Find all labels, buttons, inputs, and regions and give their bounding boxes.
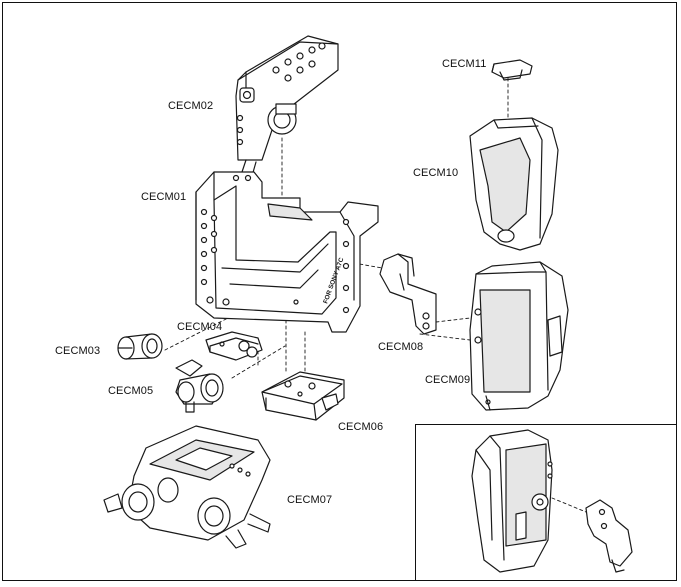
inset-detail-box: [415, 424, 677, 581]
label-cecm07: CECM07: [287, 494, 333, 506]
label-cecm04: CECM04: [177, 321, 223, 333]
top-handle-part: [235, 35, 339, 177]
rod-clamp-part: [117, 333, 163, 360]
label-cecm05: CECM05: [108, 385, 154, 397]
label-cecm06: CECM06: [338, 421, 384, 433]
side-handle-part: [469, 261, 569, 411]
label-cecm01: CECM01: [141, 191, 187, 203]
handle-adapter-part: [379, 253, 437, 335]
label-cecm03: CECM03: [55, 345, 101, 357]
camera-cage-part: FOR SONY A7C: [195, 171, 379, 333]
assembly-guide-lines: [164, 77, 587, 513]
label-cecm09: CECM09: [425, 374, 471, 386]
label-cecm10: CECM10: [413, 167, 459, 179]
label-cecm08: CECM08: [378, 341, 424, 353]
grip-handle-part: [469, 117, 559, 251]
label-cecm02: CECM02: [168, 100, 214, 112]
inset-handle-assembly: [471, 429, 633, 573]
baseplate-part: [261, 371, 345, 421]
rod-base-part: [103, 425, 271, 549]
rod-clamp-knob-part: [175, 359, 224, 413]
label-cecm11: CECM11: [442, 58, 487, 70]
nato-mount-part: [205, 331, 263, 361]
cold-shoe-part: [491, 59, 533, 81]
